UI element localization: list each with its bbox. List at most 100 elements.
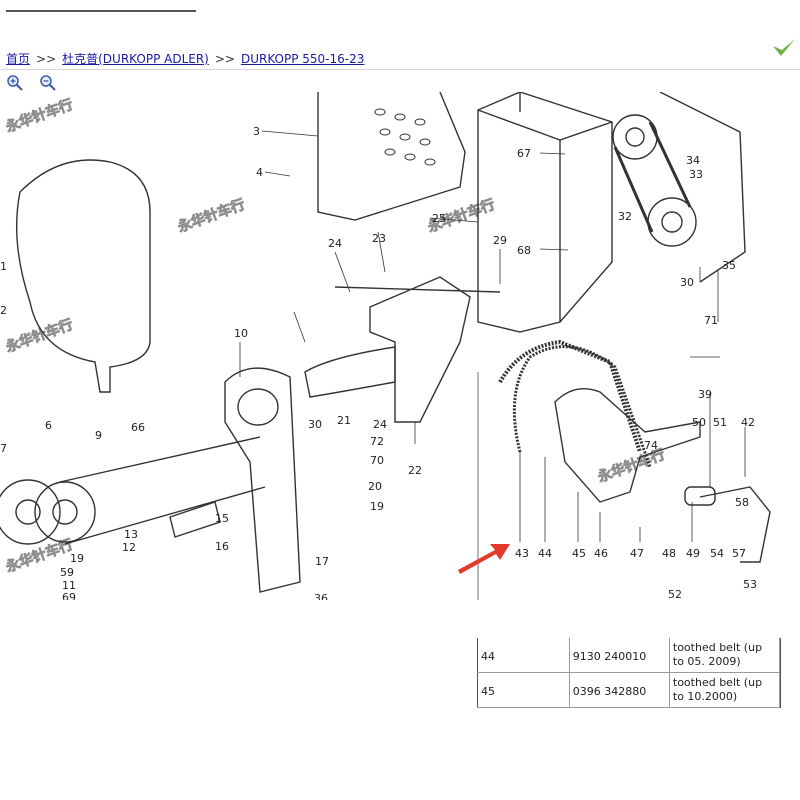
callout: 29 <box>493 234 507 247</box>
callout: 20 <box>368 480 382 493</box>
callout: 66 <box>131 421 145 434</box>
callout: 57 <box>732 547 746 560</box>
part-number: 44 <box>477 638 570 673</box>
callout: 53 <box>743 578 757 591</box>
callout: 12 <box>122 541 136 554</box>
parts-table: 44 9130 240010 toothed belt (up to 05. 2… <box>477 638 781 708</box>
roller-50 <box>684 486 716 506</box>
part-code: 9130 240010 <box>569 638 670 673</box>
callout: 54 <box>710 547 724 560</box>
callout: 22 <box>408 464 422 477</box>
callout: 47 <box>630 547 644 560</box>
callout: 19 <box>370 500 384 513</box>
callout: 42 <box>741 416 755 429</box>
watermark-group: 永华针车行 永华针车行 永华针车行 永华针车行 永华针车行 永华针车行 <box>3 95 668 576</box>
part-code: 0396 342880 <box>569 672 670 708</box>
zoom-in-icon[interactable] <box>6 74 24 92</box>
callout: 15 <box>215 512 229 525</box>
part-description: toothed belt (up to 05. 2009) <box>669 638 781 673</box>
cropped-header <box>6 0 196 12</box>
breadcrumb-model-link[interactable]: DURKOPP 550-16-23 <box>240 52 365 66</box>
table-row[interactable]: 44 9130 240010 toothed belt (up to 05. 2… <box>477 638 781 673</box>
part-description: toothed belt (up to 10.2000) <box>669 672 781 708</box>
toothed-belt-44 <box>498 339 642 453</box>
callout-labels: 1 2 3 4 6 7 9 10 11 12 13 15 16 17 19 19… <box>0 125 757 600</box>
callout: 19 <box>70 552 84 565</box>
callout: 71 <box>704 314 718 327</box>
parts-diagram[interactable]: 永华针车行 永华针车行 永华针车行 永华针车行 永华针车行 永华针车行 <box>0 92 800 600</box>
pointer-arrow-icon <box>458 544 510 574</box>
callout: 43 <box>515 547 529 560</box>
callout: 4 <box>256 166 263 179</box>
callout: 51 <box>713 416 727 429</box>
callout: 16 <box>215 540 229 553</box>
callout: 24 <box>373 418 387 431</box>
callout: 10 <box>234 327 248 340</box>
callout: 46 <box>594 547 608 560</box>
sprocket-35 <box>612 114 658 160</box>
watermark: 永华针车行 <box>4 96 76 136</box>
header-divider <box>0 69 800 70</box>
belt-34 <box>613 121 692 233</box>
perforation-holes <box>374 108 436 166</box>
shaft-9 <box>59 436 261 483</box>
callout: 69 <box>62 591 76 600</box>
logo-check-icon <box>773 39 795 56</box>
callout: 45 <box>572 547 586 560</box>
callout: 68 <box>517 244 531 257</box>
callout: 1 <box>0 260 7 273</box>
callout: 3 <box>253 125 260 138</box>
breadcrumb-separator: >> <box>214 52 235 66</box>
sleeve-21 <box>304 346 396 398</box>
callout: 44 <box>538 547 552 560</box>
leader-lines <box>239 130 746 542</box>
watermark: 永华针车行 <box>176 196 248 236</box>
callout: 39 <box>698 388 712 401</box>
callout: 52 <box>668 588 682 600</box>
zoom-toolbar <box>6 74 67 92</box>
callout: 30 <box>680 276 694 289</box>
callout: 6 <box>45 419 52 432</box>
gear-7 <box>0 479 61 545</box>
callout: 23 <box>372 232 386 245</box>
part-number: 45 <box>477 672 570 708</box>
callout: 59 <box>60 566 74 579</box>
callout: 13 <box>124 528 138 541</box>
plate-54 <box>699 486 771 563</box>
toothed-belt-45 <box>512 345 652 468</box>
callout: 17 <box>315 555 329 568</box>
callout: 9 <box>95 429 102 442</box>
callout: 70 <box>370 454 384 467</box>
callout: 74 <box>644 439 658 452</box>
table-edge <box>780 638 781 708</box>
callout: 58 <box>735 496 749 509</box>
callout: 72 <box>370 435 384 448</box>
callout: 21 <box>337 414 351 427</box>
housing-36 <box>659 92 746 283</box>
callout: 35 <box>722 259 736 272</box>
callout: 24 <box>328 237 342 250</box>
breadcrumb: 首页 >> 杜克普(DURKOPP ADLER) >> DURKOPP 550-16-2… <box>6 50 364 68</box>
callout: 33 <box>689 168 703 181</box>
callout: 2 <box>0 304 7 317</box>
perforated-plate <box>317 92 466 221</box>
breadcrumb-separator: >> <box>36 52 57 66</box>
callout: 48 <box>662 547 676 560</box>
table-row[interactable]: 45 0396 342880 toothed belt (up to 10.20… <box>477 672 781 708</box>
lever-10 <box>224 367 301 593</box>
callout: 67 <box>517 147 531 160</box>
callout: 25 <box>432 212 446 225</box>
zoom-out-icon[interactable] <box>39 74 57 92</box>
callout: 34 <box>686 154 700 167</box>
callout: 7 <box>0 442 7 455</box>
belt-cover <box>15 159 151 393</box>
callout: 36 <box>314 592 328 600</box>
watermark: 永华针车行 <box>4 316 76 356</box>
breadcrumb-brand-link[interactable]: 杜克普(DURKOPP ADLER) <box>62 52 209 66</box>
tensioner-42 <box>554 388 701 503</box>
callout: 11 <box>62 579 76 592</box>
bracket-23 <box>369 276 471 423</box>
breadcrumb-home-link[interactable]: 首页 <box>6 52 31 66</box>
top-strip <box>0 0 800 44</box>
callout: 49 <box>686 547 700 560</box>
